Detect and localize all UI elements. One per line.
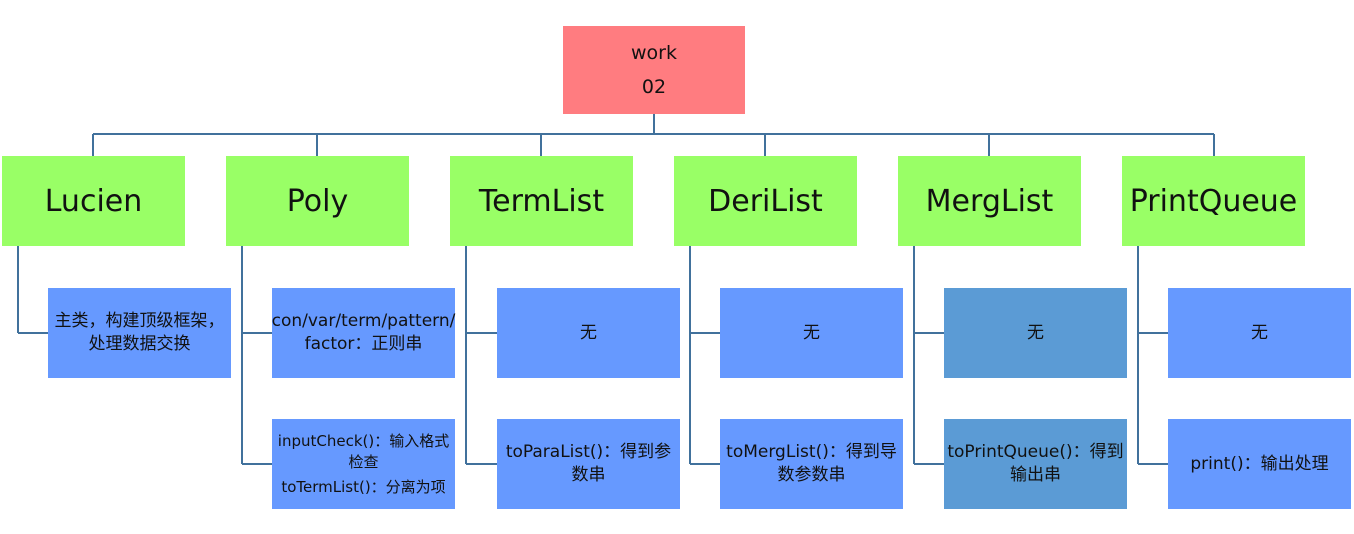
leaf-text: 处理数据交换 <box>88 334 191 354</box>
leaf-text: 数参数串 <box>777 465 846 485</box>
leaf-text: print()：输出处理 <box>1190 453 1329 474</box>
leaf-text: con/var/term/pattern/ <box>271 311 456 331</box>
leaf-termlist-fields: 无 <box>497 288 680 378</box>
leaf-derilist-methods: toMergList()：得到导 数参数串 <box>720 419 903 509</box>
leaf-termlist-methods: toParaList()：得到参 数串 <box>497 419 680 509</box>
class-node-lucien: Lucien <box>2 156 185 246</box>
root-line-2: 02 <box>641 76 667 98</box>
leaf-text: 无 <box>580 322 597 343</box>
leaf-merglist-fields: 无 <box>944 288 1127 378</box>
leaf-text: 无 <box>1251 322 1268 343</box>
leaf-text: inputCheck()：输入格式 <box>277 431 450 450</box>
leaf-derilist-fields: 无 <box>720 288 903 378</box>
leaf-text: 检查 <box>348 452 379 471</box>
leaf-text: factor：正则串 <box>304 334 423 354</box>
leaf-text: toTermList()：分离为项 <box>281 477 446 496</box>
leaf-text: 数串 <box>571 465 606 485</box>
leaf-text: 主类，构建顶级框架， <box>54 311 225 331</box>
leaf-printqueue-fields: 无 <box>1168 288 1351 378</box>
class-node-poly: Poly <box>226 156 409 246</box>
leaf-text: 输出串 <box>1010 465 1061 485</box>
class-node-printqueue: PrintQueue <box>1122 156 1305 246</box>
root-line-1: work <box>631 42 677 64</box>
class-node-termlist: TermList <box>450 156 633 246</box>
leaf-text: 无 <box>803 322 820 343</box>
class-node-merglist: MergList <box>898 156 1081 246</box>
leaf-printqueue-methods: print()：输出处理 <box>1168 419 1351 509</box>
root-node: work 02 <box>563 26 745 114</box>
class-node-derilist: DeriList <box>674 156 857 246</box>
leaf-text: 无 <box>1027 322 1044 343</box>
leaf-poly-methods: inputCheck()：输入格式 检查 toTermList()：分离为项 <box>272 419 455 509</box>
leaf-poly-fields: con/var/term/pattern/ factor：正则串 <box>272 288 455 378</box>
leaf-merglist-methods: toPrintQueue()：得到 输出串 <box>944 419 1127 509</box>
leaf-lucien-main: 主类，构建顶级框架， 处理数据交换 <box>48 288 231 378</box>
leaf-text: toMergList()：得到导 <box>726 442 897 462</box>
leaf-text: toParaList()：得到参 <box>505 442 672 462</box>
leaf-text: toPrintQueue()：得到 <box>947 442 1124 462</box>
